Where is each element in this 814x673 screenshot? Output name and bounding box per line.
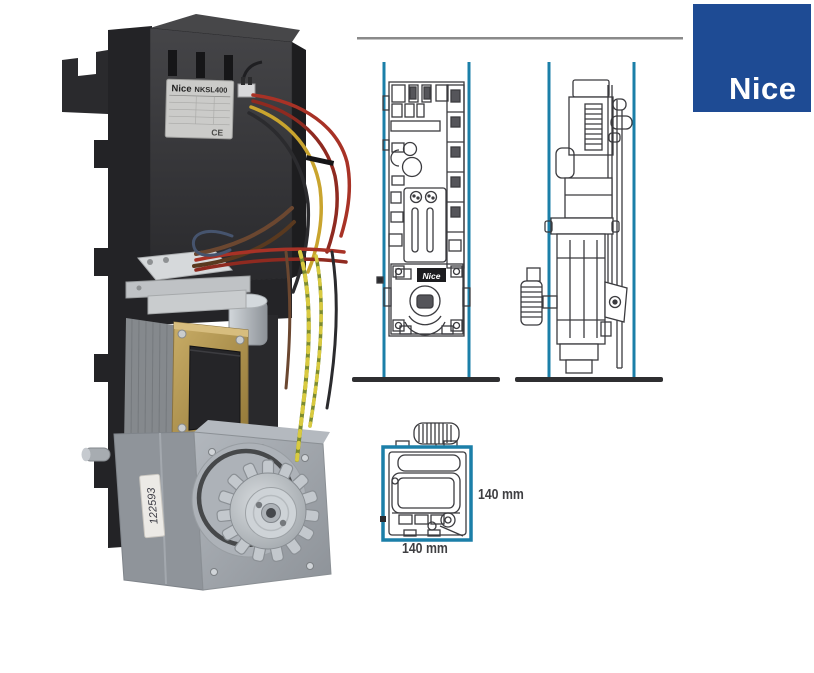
top-view-drawing xyxy=(380,422,473,542)
wire-connector xyxy=(237,60,263,98)
front-view-drawing: Nice xyxy=(376,81,471,337)
dimension-label-height: 140 mm xyxy=(478,486,524,503)
serial-number: 122593 xyxy=(145,486,160,524)
spec-label: Nice NKSL400 CE xyxy=(164,78,235,140)
ground-baselines xyxy=(352,377,663,382)
label-brand: Nice xyxy=(171,83,191,95)
terminal-bracket xyxy=(125,249,251,315)
ce-mark: CE xyxy=(211,127,223,137)
top-view-boundary xyxy=(381,445,473,542)
top-divider xyxy=(357,37,683,40)
output-pin xyxy=(81,447,111,462)
nice-logo: Nice xyxy=(693,4,811,112)
wiring-harness xyxy=(191,93,352,462)
label-model: NKSL400 xyxy=(194,85,227,95)
pinion-gear xyxy=(216,459,320,562)
transformer xyxy=(124,318,249,446)
side-view-drawing xyxy=(520,79,633,374)
dimension-label-width: 140 mm xyxy=(402,540,448,557)
front-view-badge: Nice xyxy=(423,271,441,281)
nice-logo-text: Nice xyxy=(729,71,797,106)
reference-lines xyxy=(382,62,636,377)
serial-label: 122593 xyxy=(139,473,166,539)
